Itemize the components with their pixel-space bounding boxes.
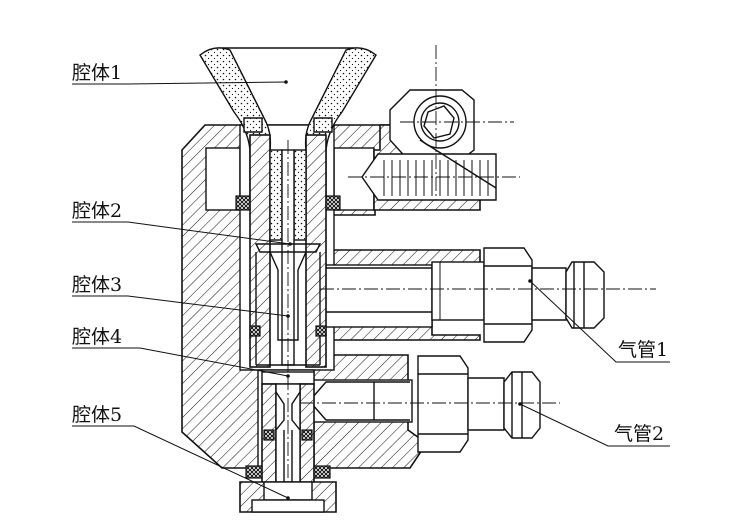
bolt-block: [361, 89, 497, 211]
gas-pipe2-fitting: [300, 355, 560, 453]
gas-pipe2-channel: [311, 381, 410, 421]
label-gas-pipe1: 气管1: [618, 339, 668, 361]
leader-lines: [72, 81, 670, 499]
label-cavity5: 腔体5: [72, 404, 122, 426]
label-gas-pipe2: 气管2: [614, 423, 664, 445]
label-cavity3: 腔体3: [72, 274, 122, 296]
label-cavity1: 腔体1: [72, 62, 122, 84]
label-cavity4: 腔体4: [72, 326, 122, 348]
lower-stem: [261, 371, 315, 504]
center-lines: [348, 45, 520, 200]
gas-pipe1-fitting: [320, 247, 656, 343]
reference-dots: [284, 80, 532, 500]
gas-pipe1-channel: [320, 261, 485, 321]
label-cavity2: 腔体2: [72, 200, 122, 222]
labels: 腔体1 腔体2 腔体3 腔体4 腔体5 气管1 气管2: [72, 62, 668, 445]
seals: [235, 195, 341, 479]
spool: [249, 134, 327, 372]
